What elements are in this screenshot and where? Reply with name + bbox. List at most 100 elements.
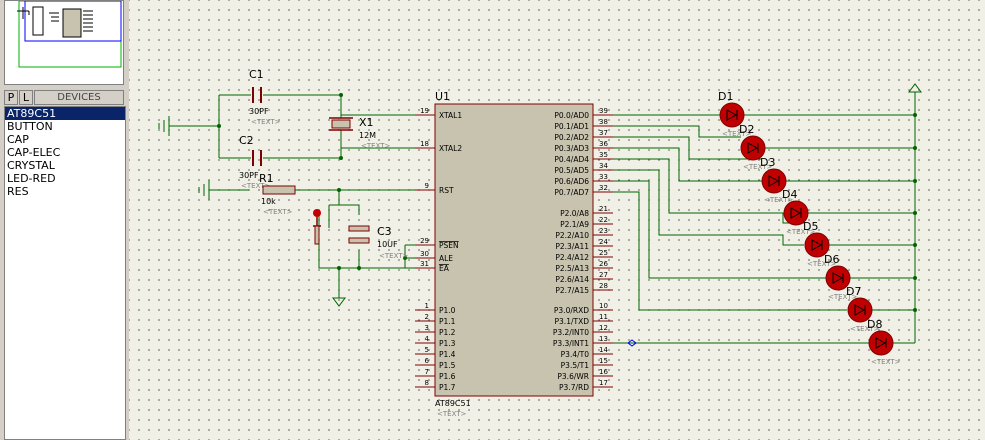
- led-d6[interactable]: D6 <TEXT>: [824, 253, 858, 301]
- u1-pin-26-number: 26: [599, 260, 608, 268]
- u1-pin-38-number: 38: [599, 118, 608, 126]
- c3-text: <TEXT>: [379, 252, 409, 260]
- u1-pin-18-number: 18: [420, 140, 429, 148]
- led-d6-symbol: [832, 272, 844, 284]
- u1-pin-35-name: P0.4/AD4: [554, 155, 589, 164]
- led-d3-ref: D3: [760, 156, 775, 169]
- u1-pin-15-number: 15: [599, 357, 608, 365]
- u1-pin-29-number: 29: [420, 237, 429, 245]
- led-d7-ref: D7: [846, 285, 861, 298]
- device-item-cap-elec[interactable]: CAP-ELEC: [7, 146, 61, 159]
- led-d3-symbol: [768, 175, 780, 187]
- junctions: [217, 93, 917, 312]
- u1-pin-8-number: 8: [425, 379, 429, 387]
- u1-pin-17-name: P3.7/RD: [559, 383, 589, 392]
- u1-pin-7-number: 7: [425, 368, 429, 376]
- u1-pin-14-name: P3.4/T0: [561, 350, 590, 359]
- u1-pin-30-name: ALE: [439, 254, 453, 263]
- u1-pin-21-number: 21: [599, 205, 608, 213]
- u1-pin-2-number: 2: [425, 313, 429, 321]
- c3-value: 10UF: [377, 240, 398, 249]
- led-d2-ref: D2: [739, 123, 754, 136]
- capacitor-c1[interactable]: C1 30PF <TEXT>: [249, 68, 281, 126]
- device-item-led-red[interactable]: LED-RED: [7, 172, 56, 185]
- u1-pin-39-number: 39: [599, 107, 608, 115]
- u1-pin-16-number: 16: [599, 368, 608, 376]
- c1-value: 30PF: [249, 107, 269, 116]
- u1-pin-34-number: 34: [599, 162, 608, 170]
- led-array: D1<TEXT>D2<TEXT>D3<TEXT>D4<TEXT>D5<TEXT>…: [718, 90, 901, 366]
- device-item-crystal[interactable]: CRYSTAL: [7, 159, 55, 172]
- led-d8[interactable]: D8 <TEXT>: [867, 318, 901, 366]
- u1-right-pins: 39P0.0/AD038P0.1/AD137P0.2/AD236P0.3/AD3…: [553, 107, 613, 392]
- u1-pin-23-number: 23: [599, 227, 608, 235]
- u1-pin-15-name: P3.5/T1: [561, 361, 590, 370]
- u1-pin-30-number: 30: [420, 250, 429, 258]
- u1-pin-5-number: 5: [425, 346, 429, 354]
- device-item-at89c51[interactable]: AT89C51: [5, 107, 125, 120]
- c3-ref: C3: [377, 225, 392, 238]
- led-d1[interactable]: D1<TEXT>: [718, 90, 752, 138]
- u1-pin-17-number: 17: [599, 379, 608, 387]
- u1-pin-22-name: P2.1/A9: [560, 220, 589, 229]
- led-d8-symbol: [875, 337, 887, 349]
- capacitor-c2[interactable]: C2 30PF <TEXT>: [239, 134, 271, 190]
- u1-pin-18-name: XTAL2: [439, 144, 462, 153]
- u1-pin-2-name: P1.1: [439, 317, 456, 326]
- led-d6-ref: D6: [824, 253, 839, 266]
- device-item-res[interactable]: RES: [7, 185, 29, 198]
- led-d3-text: <TEXT>: [764, 196, 794, 204]
- u1-pin-4-name: P1.3: [439, 339, 456, 348]
- u1-pin-28-name: P2.7/A15: [555, 286, 589, 295]
- u1-pin-8-name: P1.7: [439, 383, 456, 392]
- u1-part: AT89C51: [435, 399, 471, 408]
- u1-pin-5-name: P1.4: [439, 350, 456, 359]
- u1-pin-1-name: P1.0: [439, 306, 456, 315]
- u1-pin-37-number: 37: [599, 129, 608, 137]
- u1-pin-3-name: P1.2: [439, 328, 456, 337]
- led-d4[interactable]: D4<TEXT>: [782, 188, 816, 236]
- probe-marker[interactable]: [627, 339, 637, 347]
- u1-pin-7-name: P1.6: [439, 372, 456, 381]
- power-symbol: [908, 83, 922, 93]
- c2-ref: C2: [239, 134, 254, 147]
- led-d2[interactable]: D2<TEXT>: [739, 123, 773, 171]
- overview-window[interactable]: [4, 0, 124, 85]
- device-item-button[interactable]: BUTTON: [7, 120, 53, 133]
- ground-symbol-bottom: [332, 297, 346, 307]
- u1-pin-26-name: P2.5/A13: [555, 264, 589, 273]
- led-d3[interactable]: D3 <TEXT>: [760, 156, 794, 204]
- capacitor-c3[interactable]: C3 10UF <TEXT>: [348, 225, 409, 260]
- u1-pin-28-number: 28: [599, 282, 608, 290]
- pick-devices-button[interactable]: P: [4, 90, 18, 105]
- u1-pin-39-name: P0.0/AD0: [554, 111, 589, 120]
- u1-pin-12-number: 12: [599, 324, 608, 332]
- u1-pin-10-number: 10: [599, 302, 608, 310]
- reset-button[interactable]: [313, 209, 321, 245]
- led-d1-ref: D1: [718, 90, 733, 103]
- resistor-r1[interactable]: R1 10k <TEXT>: [259, 172, 296, 216]
- x1-text: <TEXT>: [361, 142, 391, 150]
- led-d5[interactable]: D5<TEXT>: [803, 220, 837, 268]
- led-d6-text: <TEXT>: [828, 293, 858, 301]
- u1-pin-35-number: 35: [599, 151, 608, 159]
- u1-pin-32-name: P0.7/AD7: [554, 188, 589, 197]
- led-d7[interactable]: D7 <TEXT>: [846, 285, 880, 333]
- u1-pin-4-number: 4: [425, 335, 430, 343]
- u1-pin-19-number: 19: [420, 107, 429, 115]
- u1-pin-33-name: P0.6/AD6: [554, 177, 589, 186]
- u1-pin-16-name: P3.6/WR: [557, 372, 589, 381]
- device-item-cap[interactable]: CAP: [7, 133, 29, 146]
- u1-pin-24-number: 24: [599, 238, 608, 246]
- led-d4-symbol: [790, 207, 802, 219]
- crystal-x1[interactable]: X1 12M <TEXT>: [329, 116, 391, 150]
- led-d7-text: <TEXT>: [850, 325, 880, 333]
- u1-pin-14-number: 14: [599, 346, 608, 354]
- library-manager-button[interactable]: L: [19, 90, 33, 105]
- led-d8-ref: D8: [867, 318, 882, 331]
- u1-pin-38-name: P0.1/AD1: [554, 122, 589, 131]
- led-d8-text: <TEXT>: [871, 358, 901, 366]
